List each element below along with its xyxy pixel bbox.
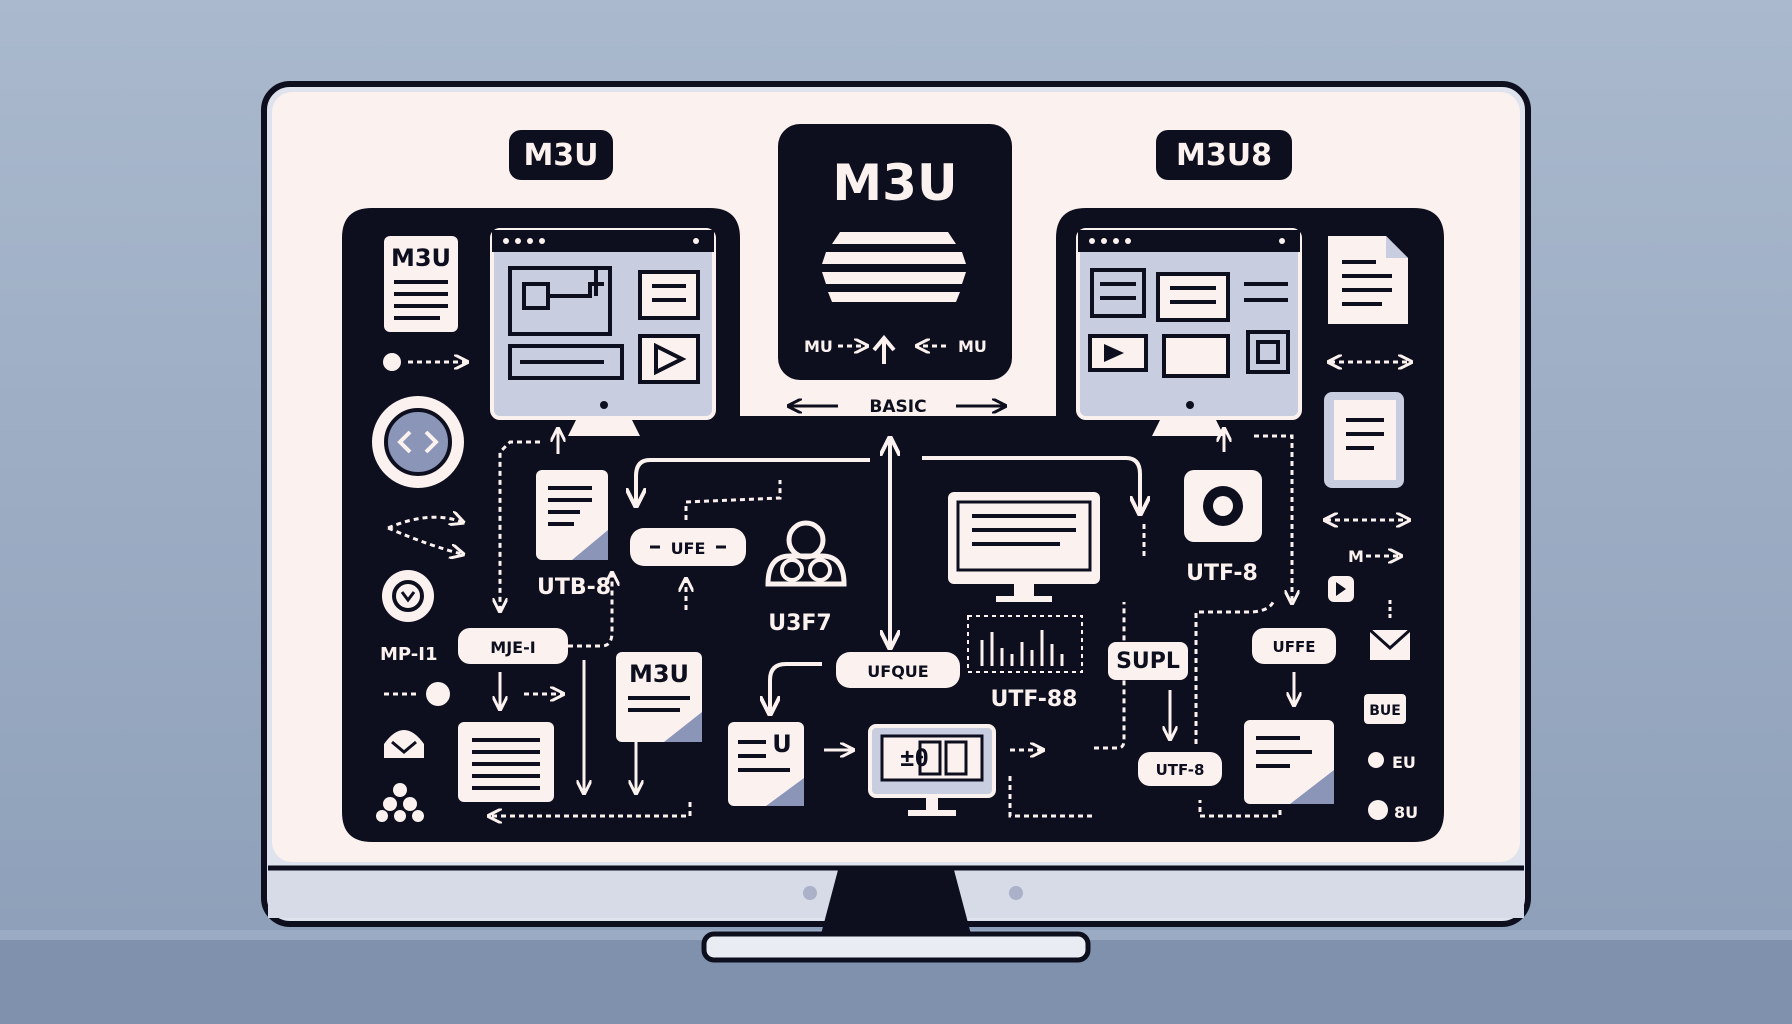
document-icon (1324, 392, 1404, 488)
mail-icon (1368, 628, 1412, 660)
document-icon (536, 470, 608, 560)
document-icon (1244, 720, 1334, 804)
stack-icon (822, 232, 966, 302)
document-icon: U (728, 722, 804, 806)
node-ufque: UFQUE (836, 652, 960, 688)
user-group-icon (376, 783, 424, 822)
gear-icon (1184, 470, 1262, 542)
node-ufque-label: UFQUE (867, 662, 928, 681)
center-title: M3U (832, 154, 957, 212)
monitor-icon: ±0 (868, 724, 996, 816)
center-right-caption: MU (958, 337, 987, 356)
play-icon (654, 342, 687, 376)
header-right: M3U8 (1156, 130, 1292, 180)
browser-window-icon (490, 228, 716, 436)
user-group-icon (765, 520, 847, 587)
node-mjei-label: MJE-I (490, 638, 535, 657)
node-uffe-label: UFFE (1273, 638, 1316, 656)
node-utf88: UTF-88 (991, 687, 1078, 712)
node-ufe: UFE (630, 528, 746, 566)
header-right-label: M3U8 (1176, 138, 1272, 173)
header-left-label: M3U (523, 138, 598, 173)
node-u-doc: U (772, 730, 792, 758)
side-label: MP-I1 (380, 644, 437, 665)
monitor-icon (948, 492, 1100, 602)
node-ufe-label: UFE (671, 539, 706, 558)
center-card: M3U MU MU (778, 124, 1012, 380)
node-eu: EU (1392, 753, 1416, 772)
basic-label: BASIC (869, 397, 926, 417)
node-supl-label: SUPL (1116, 649, 1180, 674)
node-counter: ±0 (900, 744, 929, 772)
center-left-caption: MU (804, 337, 833, 356)
node-8u: 8U (1394, 803, 1418, 822)
browser-window-icon (1076, 228, 1302, 436)
gear-icon (372, 396, 464, 488)
bar-chart-icon (967, 615, 1083, 673)
document-icon: M3U (384, 236, 458, 332)
node-utb8: UTB-8 (537, 575, 611, 600)
document-icon (1328, 236, 1408, 324)
node-supl: SUPL (1108, 642, 1188, 680)
node-utf8-bottom: UTF-8 (1138, 752, 1222, 786)
node-uffe: UFFE (1252, 628, 1336, 664)
node-bue: BUE (1364, 694, 1406, 724)
document-icon (458, 722, 554, 802)
node-u3f7: U3F7 (768, 611, 832, 636)
node-bue-label: BUE (1369, 703, 1401, 719)
node-mjei: MJE-I (458, 628, 568, 664)
node-utf8-right: UTF-8 (1186, 561, 1258, 586)
node-utf8-bottom-label: UTF-8 (1156, 761, 1205, 779)
node-m-arrow: M (1348, 547, 1364, 566)
document-icon: M3U (616, 652, 702, 742)
left-doc-label: M3U (391, 244, 451, 272)
node-m3u-doc: M3U (629, 660, 689, 688)
header-left: M3U (509, 130, 613, 180)
